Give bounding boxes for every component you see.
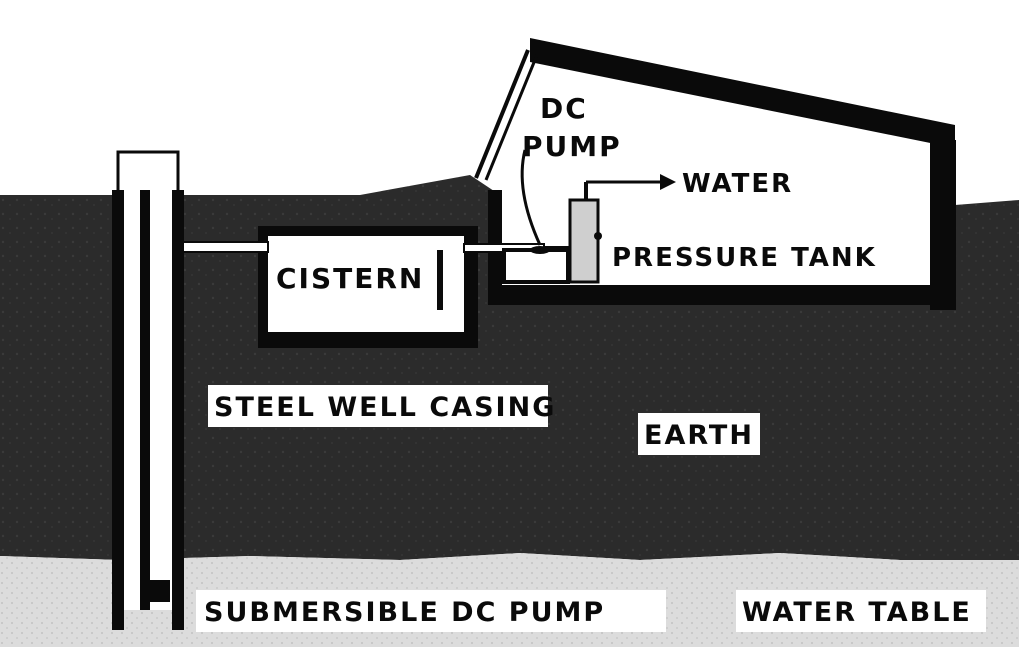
- steel-well-casing-label: STEEL WELL CASING: [214, 392, 556, 423]
- steel-well-casing: [112, 150, 184, 630]
- drop-pipe: [140, 190, 150, 610]
- earth-label: EARTH: [644, 420, 754, 451]
- house-interior: [490, 62, 935, 285]
- dc-pump-leader: [520, 149, 542, 246]
- dc-pump-label-line1: DC: [540, 92, 588, 125]
- pressure-tank-gauge: [594, 232, 602, 240]
- dc-pump-unit: [502, 248, 570, 284]
- submersible-pump-label: SUBMERSIBLE DC PUMP: [204, 597, 605, 628]
- cistern-label: CISTERN: [276, 262, 424, 295]
- house-floor: [490, 285, 956, 305]
- dc-pump-coupling: [530, 246, 550, 254]
- house-roof: [530, 38, 955, 148]
- water-out-label: WATER: [682, 169, 793, 199]
- well-to-cistern-pipe: [177, 241, 269, 253]
- casing-wall-left: [112, 190, 124, 630]
- steel-well-casing-label-bg: [208, 385, 548, 427]
- cistern: [258, 226, 478, 348]
- water-arrow-head: [660, 174, 676, 190]
- house-wall-outer: [474, 49, 530, 179]
- submersible-pump-label-bg: [196, 590, 666, 632]
- house-wall-inner: [484, 54, 539, 181]
- house: [474, 38, 956, 310]
- casing-wall-right: [172, 190, 184, 630]
- water-table-label: WATER TABLE: [742, 597, 972, 628]
- submersible-pump-unit: [142, 580, 170, 602]
- house-wall-right: [930, 140, 956, 310]
- well-cap: [116, 150, 180, 194]
- water-table-label-bg: [736, 590, 986, 632]
- pressure-tank: [568, 198, 600, 284]
- dc-pump-label-line2: PUMP: [522, 130, 622, 163]
- cistern-interior: [268, 236, 464, 332]
- pressure-tank-label: PRESSURE TANK: [612, 243, 877, 273]
- earth-label-bg: [638, 413, 760, 455]
